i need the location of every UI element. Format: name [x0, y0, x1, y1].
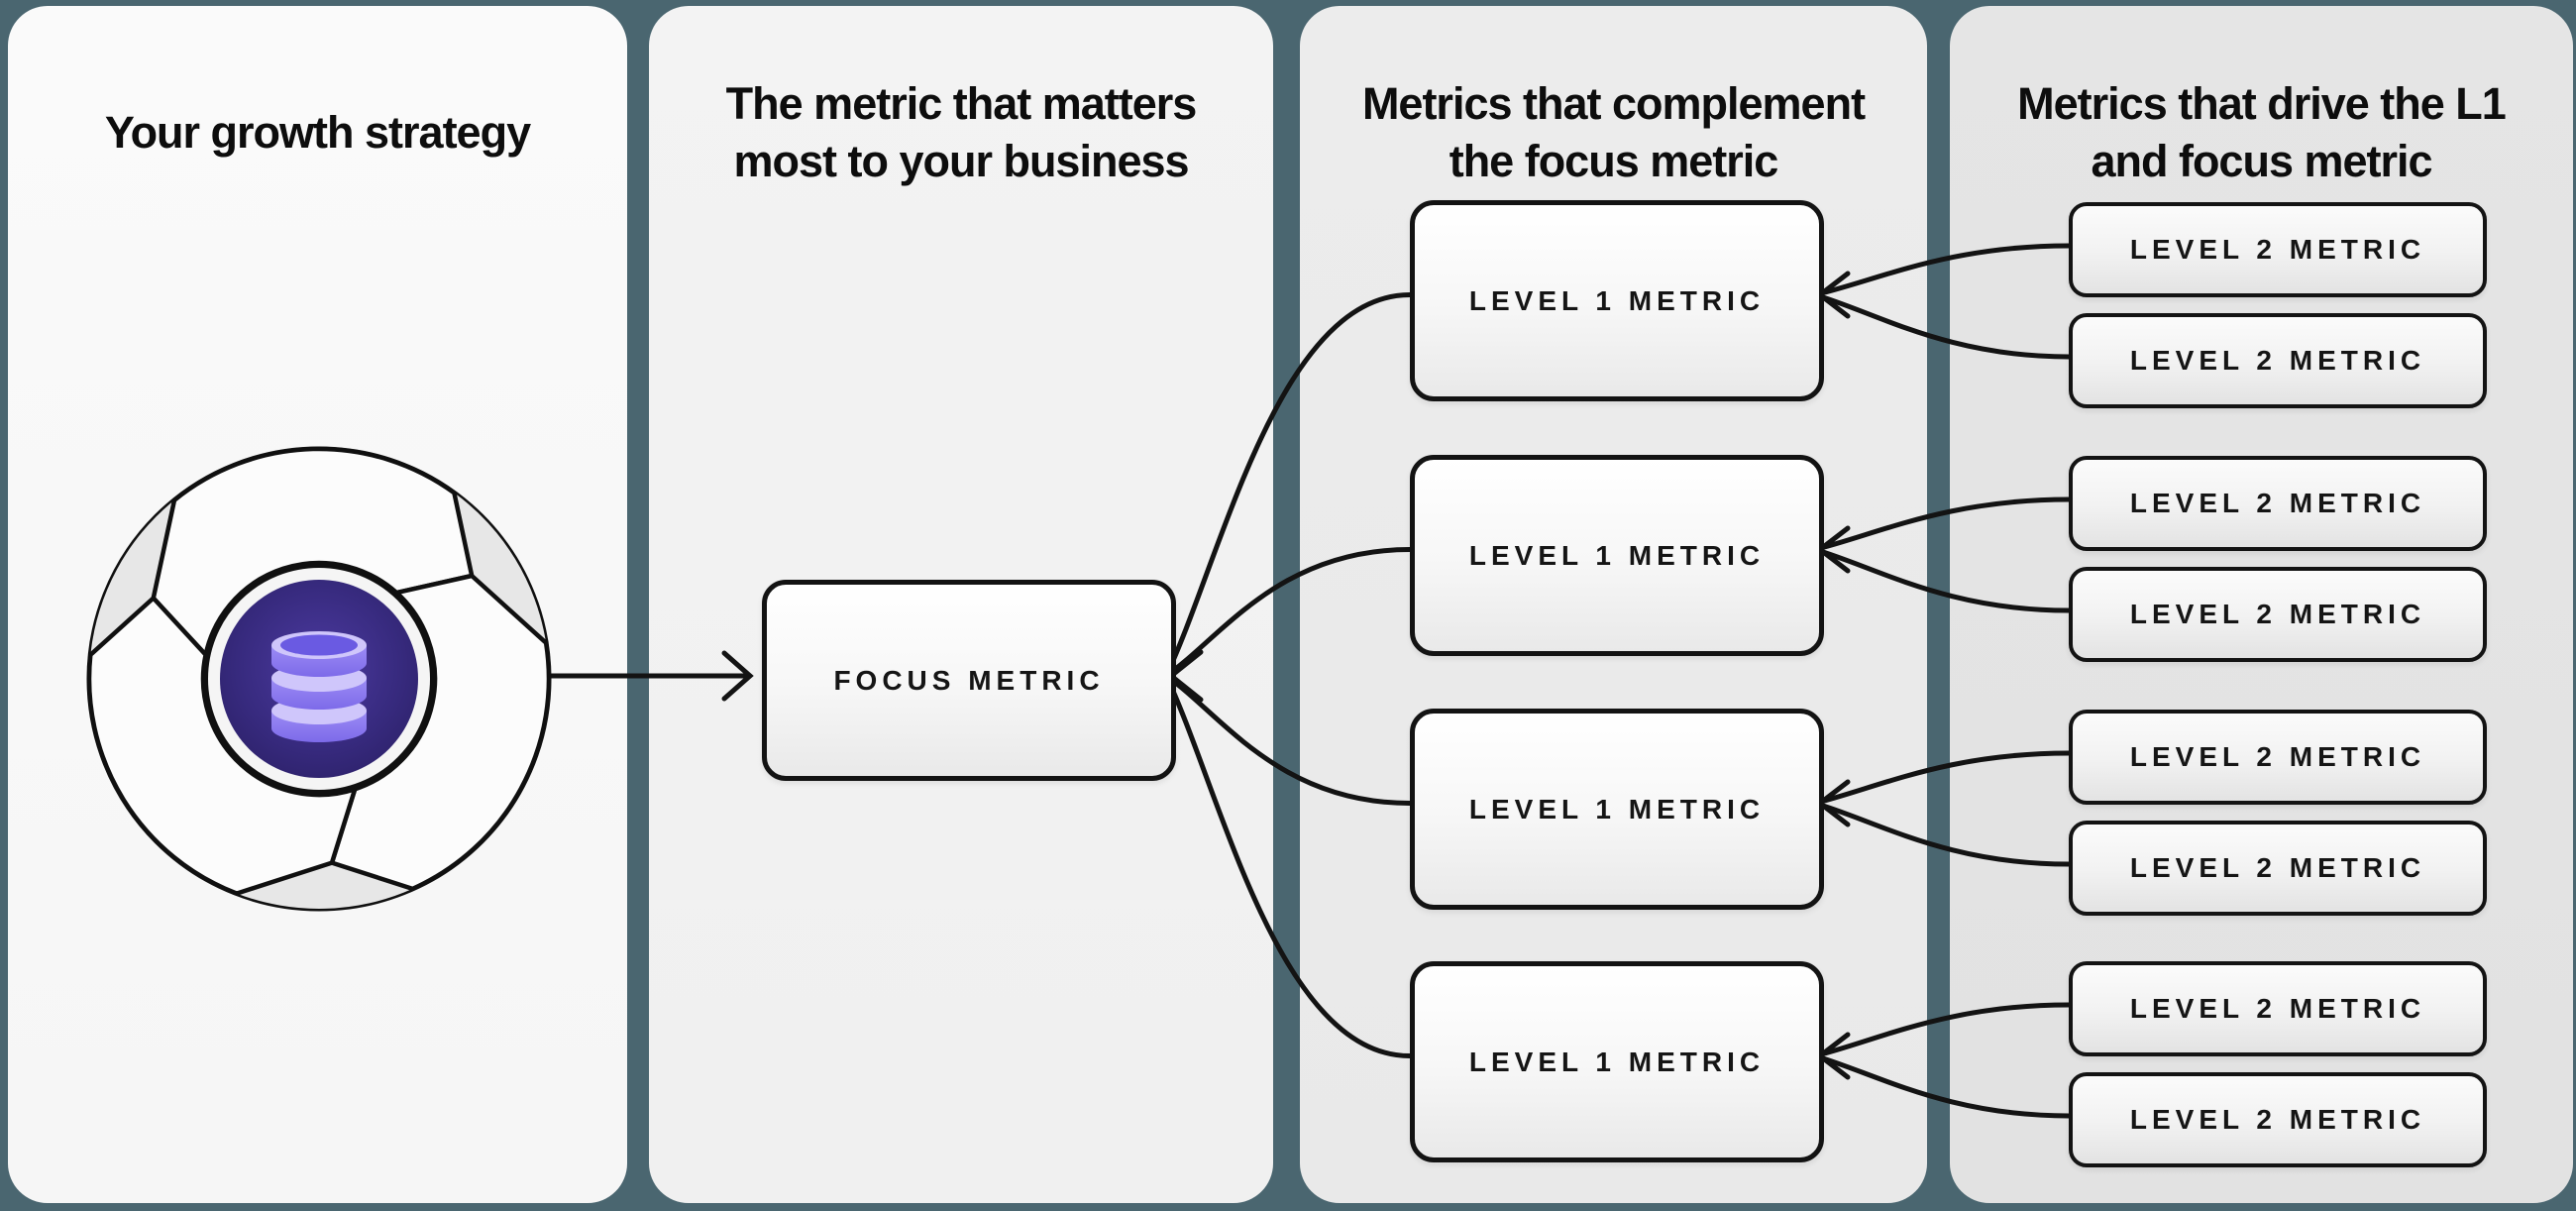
curve-l1-3-to-focus [1163, 673, 1413, 806]
panel-growth-strategy-title: Your growth strategy [8, 73, 627, 192]
title-line: Your growth strategy [104, 107, 531, 158]
curve-l2-8-to-l1-4 [1812, 1053, 2072, 1119]
level2-metric-label: LEVEL 2 METRIC [2129, 1104, 2426, 1135]
database-opening [280, 634, 358, 656]
growth-flywheel-icon [86, 446, 552, 912]
arrowhead-into-focus-left [721, 650, 754, 702]
curve-l1-2-to-focus [1163, 547, 1413, 679]
level2-metric-label: LEVEL 2 METRIC [2129, 993, 2426, 1024]
curve-l2-7-to-l1-4 [1812, 1002, 2072, 1058]
panel-level2-metrics-title: Metrics that drive the L1 and focus metr… [1950, 73, 2573, 192]
level1-metric-box-3: LEVEL 1 METRIC [1410, 709, 1824, 910]
level2-metric-label: LEVEL 2 METRIC [2129, 234, 2426, 265]
level1-metric-box-2: LEVEL 1 METRIC [1410, 455, 1824, 656]
curve-l2-1-to-l1-1 [1812, 243, 2072, 297]
curve-l2-2-to-l1-1 [1812, 292, 2072, 360]
title-line: most to your business [733, 136, 1189, 186]
level2-metric-box-1: LEVEL 2 METRIC [2069, 202, 2487, 297]
level2-metric-box-6: LEVEL 2 METRIC [2069, 821, 2487, 916]
database-disc-top [271, 631, 367, 677]
level2-metric-box-4: LEVEL 2 METRIC [2069, 567, 2487, 662]
curve-l1-1-to-focus [1163, 292, 1413, 679]
title-line: The metric that matters [725, 78, 1198, 129]
title-line: Metrics that drive the L1 [2017, 78, 2507, 129]
level1-metric-box-1: LEVEL 1 METRIC [1410, 200, 1824, 401]
title-line: the focus metric [1449, 136, 1779, 186]
level2-metric-box-7: LEVEL 2 METRIC [2069, 961, 2487, 1056]
level2-metric-box-8: LEVEL 2 METRIC [2069, 1072, 2487, 1167]
title-line: and focus metric [2091, 136, 2432, 186]
level2-metric-label: LEVEL 2 METRIC [2129, 599, 2426, 629]
level1-metric-label: LEVEL 1 METRIC [1468, 793, 1766, 825]
curve-l2-5-to-l1-3 [1812, 750, 2072, 806]
level2-metric-label: LEVEL 2 METRIC [2129, 852, 2426, 883]
level1-metric-label: LEVEL 1 METRIC [1468, 1046, 1766, 1077]
database-icon [271, 631, 367, 742]
level1-metric-label: LEVEL 1 METRIC [1468, 284, 1766, 316]
level2-metric-box-3: LEVEL 2 METRIC [2069, 456, 2487, 551]
panel-level1-metrics-title: Metrics that complement the focus metric [1300, 73, 1927, 192]
level2-metric-box-2: LEVEL 2 METRIC [2069, 313, 2487, 408]
curve-l2-4-to-l1-2 [1812, 547, 2072, 613]
level2-metric-label: LEVEL 2 METRIC [2129, 345, 2426, 376]
flywheel-wedges [90, 493, 547, 909]
panel-focus-metric-title: The metric that matters most to your bus… [649, 73, 1273, 192]
focus-metric-label: FOCUS METRIC [833, 664, 1105, 696]
level2-metric-label: LEVEL 2 METRIC [2129, 741, 2426, 772]
title-line: Metrics that complement [1361, 78, 1866, 129]
level1-metric-box-4: LEVEL 1 METRIC [1410, 961, 1824, 1162]
focus-metric-box: FOCUS METRIC [762, 580, 1176, 781]
flywheel-blades [86, 446, 552, 896]
level2-metric-label: LEVEL 2 METRIC [2129, 488, 2426, 518]
level2-metric-box-5: LEVEL 2 METRIC [2069, 710, 2487, 805]
curve-l2-6-to-l1-3 [1812, 801, 2072, 867]
level1-metric-label: LEVEL 1 METRIC [1468, 539, 1766, 571]
curve-l1-4-to-focus [1163, 673, 1413, 1058]
curve-l2-3-to-l1-2 [1812, 496, 2072, 552]
